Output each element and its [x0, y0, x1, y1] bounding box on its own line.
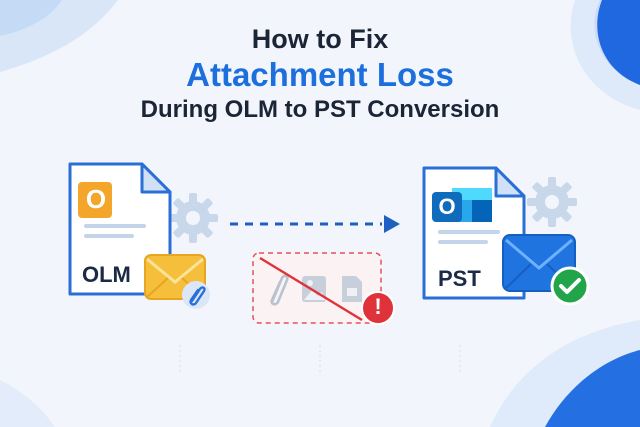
error-indicator: !	[374, 294, 382, 319]
title-line-1: How to Fix	[251, 24, 389, 54]
olm-app-letter: O	[85, 184, 107, 214]
pst-app-letter: O	[438, 194, 456, 219]
pst-file-label: PST	[438, 266, 481, 291]
success-check-icon	[550, 266, 590, 306]
paperclip-icon	[182, 281, 210, 309]
olm-file-label: OLM	[82, 262, 131, 287]
title-line-3: During OLM to PST Conversion	[140, 96, 500, 123]
missing-attachments-box	[252, 252, 382, 324]
conversion-arrow	[230, 215, 400, 233]
error-icon	[361, 291, 395, 325]
decorative-lines	[179, 345, 461, 375]
title-block: How to Fix Attachment Loss During OLM to…	[0, 22, 640, 126]
pst-file-icon	[422, 166, 526, 300]
gear-icon	[527, 177, 577, 227]
gear-icon	[168, 193, 218, 243]
title-line-2: Attachment Loss	[186, 56, 454, 93]
